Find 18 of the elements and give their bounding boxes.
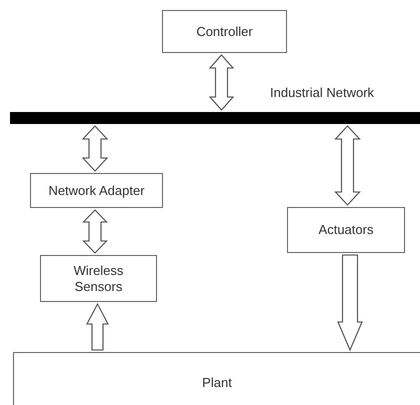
process-box	[40, 255, 157, 302]
process-box	[287, 207, 405, 253]
node-label: Plant	[202, 375, 232, 391]
node-label: Network Adapter	[48, 182, 145, 198]
node-label: Controller	[196, 24, 253, 40]
node-label: Wireless Sensors	[72, 262, 124, 294]
block-arrow	[82, 125, 108, 172]
network-bus-bar	[10, 112, 420, 124]
block-arrow	[334, 125, 361, 206]
network-label: Industrial Network	[270, 85, 374, 100]
process-box	[30, 173, 163, 208]
block-arrow	[337, 254, 363, 352]
plant-box	[13, 352, 420, 405]
block-arrow	[82, 209, 108, 254]
node-label: Actuators	[318, 222, 374, 238]
block-arrow	[208, 54, 234, 111]
process-box	[162, 10, 287, 53]
block-arrow	[86, 302, 109, 351]
